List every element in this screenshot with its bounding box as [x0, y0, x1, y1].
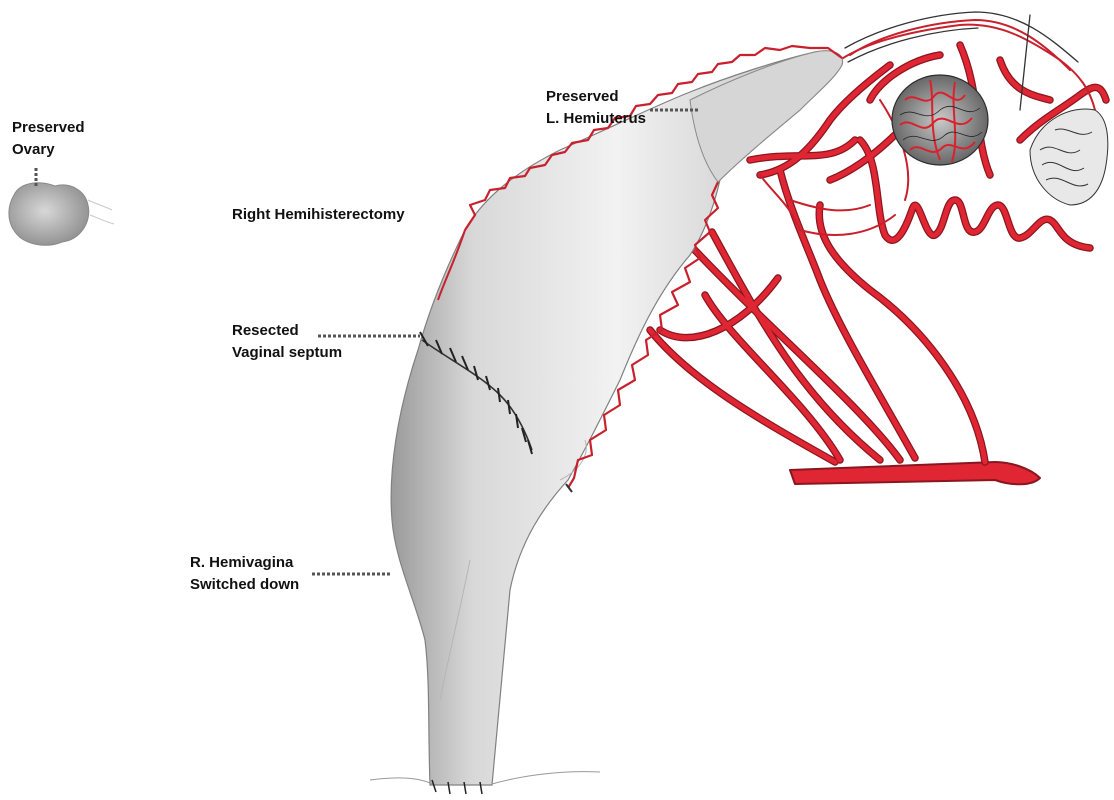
label-preserved-hemiuterus-line1: Preserved	[546, 86, 646, 108]
label-preserved-ovary-line1: Preserved	[12, 117, 85, 139]
label-resected-septum: Resected Vaginal septum	[232, 320, 342, 364]
label-r-hemivagina: R. Hemivagina Switched down	[190, 552, 299, 596]
label-resected-septum-line1: Resected	[232, 320, 342, 342]
label-preserved-hemiuterus: Preserved L. Hemiuterus	[546, 86, 646, 130]
label-resected-septum-line2: Vaginal septum	[232, 342, 342, 364]
left-ovary-shape	[892, 75, 988, 165]
label-preserved-hemiuterus-line2: L. Hemiuterus	[546, 108, 646, 130]
preserved-ovary-shape	[9, 183, 114, 245]
label-right-hemihysterectomy-text: Right Hemihisterectomy	[232, 204, 405, 226]
label-right-hemihysterectomy: Right Hemihisterectomy	[232, 204, 405, 226]
label-r-hemivagina-line1: R. Hemivagina	[190, 552, 299, 574]
label-preserved-ovary-line2: Ovary	[12, 139, 85, 161]
label-preserved-ovary: Preserved Ovary	[12, 117, 85, 161]
label-r-hemivagina-line2: Switched down	[190, 574, 299, 596]
